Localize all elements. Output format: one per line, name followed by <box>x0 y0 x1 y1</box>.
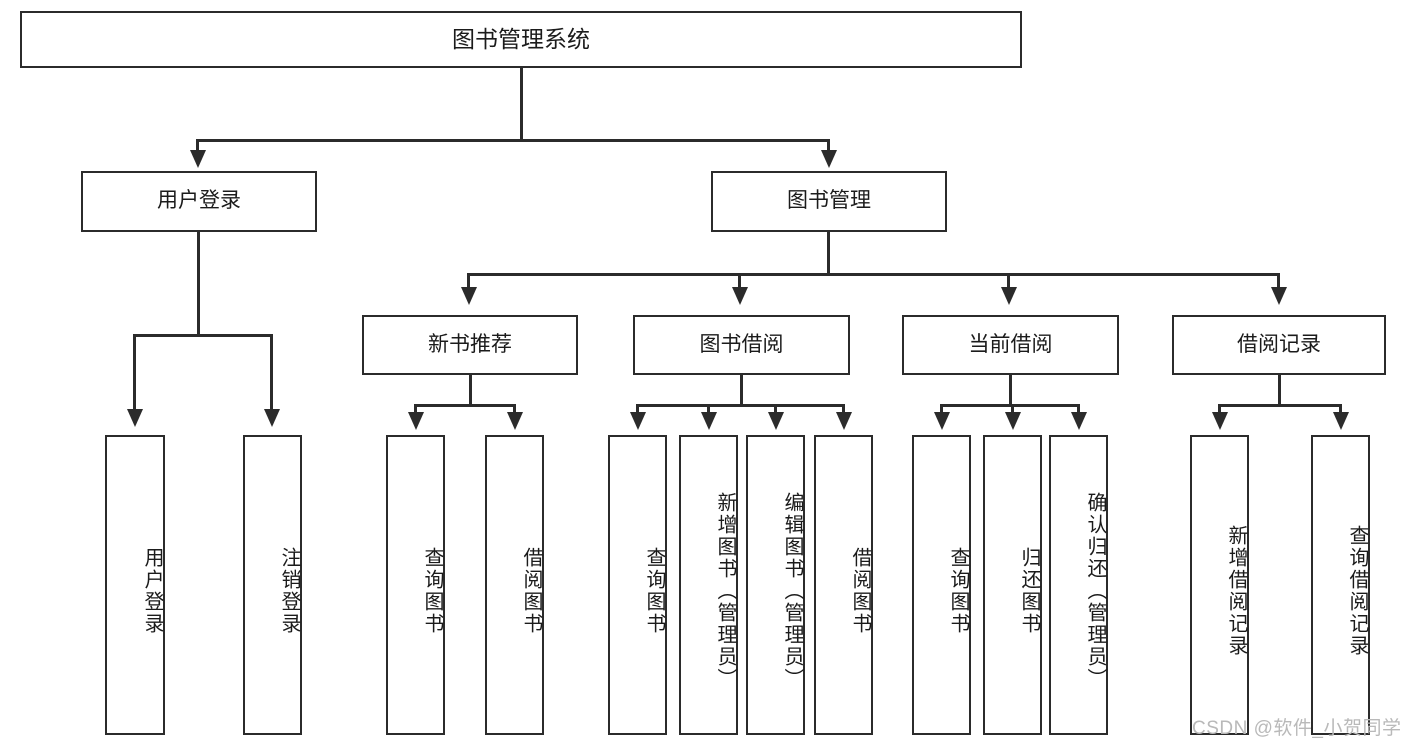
edge-borrow-l2 <box>707 404 710 416</box>
arrow-borrow-l1 <box>630 412 646 430</box>
node-current-borrow-label: 当前借阅 <box>968 332 1053 356</box>
node-borrow-record[interactable]: 借阅记录 <box>1172 315 1386 375</box>
arrow-current-l3 <box>1071 412 1087 430</box>
edge-manage-c2 <box>738 273 741 295</box>
edge-current-l2 <box>1011 404 1014 416</box>
edge-current-stem <box>1009 375 1012 406</box>
edge-newbook-stem <box>469 375 472 406</box>
node-leaf-edit-book-label: 编辑图书（管理员） <box>781 492 803 690</box>
arrow-manage-c3 <box>1001 287 1017 305</box>
node-book-borrow-label: 图书借阅 <box>699 332 784 356</box>
node-leaf-logout-login[interactable]: 注销登录 <box>243 435 302 735</box>
arrow-user-l1 <box>127 409 143 427</box>
node-leaf-query-book-2-label: 查询图书 <box>643 547 665 635</box>
node-root-label: 图书管理系统 <box>452 25 590 52</box>
node-leaf-confirm-return[interactable]: 确认归还（管理员） <box>1049 435 1108 735</box>
node-leaf-add-book[interactable]: 新增图书（管理员） <box>679 435 738 735</box>
edge-newbook-bus <box>414 404 516 407</box>
arrow-user-l2 <box>264 409 280 427</box>
edge-current-l3 <box>1077 404 1080 416</box>
node-leaf-return-book[interactable]: 归还图书 <box>983 435 1042 735</box>
node-user-login[interactable]: 用户登录 <box>81 171 317 232</box>
edge-user-stem <box>197 232 200 335</box>
node-book-borrow[interactable]: 图书借阅 <box>633 315 850 375</box>
arrow-borrow-l2 <box>701 412 717 430</box>
node-new-book-rec[interactable]: 新书推荐 <box>362 315 578 375</box>
node-leaf-borrow-book-1-label: 借阅图书 <box>520 547 542 635</box>
node-leaf-borrow-book-2[interactable]: 借阅图书 <box>814 435 873 735</box>
edge-newbook-l2 <box>513 404 516 416</box>
edge-record-stem <box>1278 375 1281 406</box>
arrow-manage-c4 <box>1271 287 1287 305</box>
edge-borrow-l3 <box>774 404 777 416</box>
edge-borrow-bus <box>636 404 844 407</box>
arrow-root-to-manage <box>821 150 837 168</box>
node-leaf-user-login-label: 用户登录 <box>141 547 163 635</box>
edge-borrow-l4 <box>842 404 845 416</box>
arrow-current-l1 <box>934 412 950 430</box>
edge-root-to-user <box>196 139 199 159</box>
node-borrow-record-label: 借阅记录 <box>1237 332 1321 356</box>
node-new-book-rec-label: 新书推荐 <box>428 332 512 356</box>
edge-manage-stem <box>827 232 830 274</box>
edge-root-stem <box>520 68 523 140</box>
edge-current-l1 <box>940 404 943 416</box>
edge-user-l1 <box>133 334 136 412</box>
arrow-record-l1 <box>1212 412 1228 430</box>
node-leaf-add-record[interactable]: 新增借阅记录 <box>1190 435 1249 735</box>
arrow-borrow-l4 <box>836 412 852 430</box>
node-leaf-add-book-label: 新增图书（管理员） <box>714 492 736 690</box>
edge-user-l2 <box>270 334 273 412</box>
node-leaf-query-record[interactable]: 查询借阅记录 <box>1311 435 1370 735</box>
edge-manage-c1 <box>467 273 470 295</box>
node-current-borrow[interactable]: 当前借阅 <box>902 315 1119 375</box>
node-leaf-query-record-label: 查询借阅记录 <box>1346 525 1368 657</box>
arrow-borrow-l3 <box>768 412 784 430</box>
edge-current-bus <box>940 404 1078 407</box>
node-leaf-query-book-3-label: 查询图书 <box>947 547 969 635</box>
node-leaf-logout-login-label: 注销登录 <box>278 547 300 635</box>
node-leaf-borrow-book-1[interactable]: 借阅图书 <box>485 435 544 735</box>
arrow-root-to-user <box>190 150 206 168</box>
edge-record-l2 <box>1339 404 1342 416</box>
node-leaf-add-record-label: 新增借阅记录 <box>1225 525 1247 657</box>
node-leaf-return-book-label: 归还图书 <box>1018 547 1040 635</box>
arrow-record-l2 <box>1333 412 1349 430</box>
edge-borrow-l1 <box>636 404 639 416</box>
node-book-manage-label: 图书管理 <box>787 189 871 213</box>
arrow-newbook-l2 <box>507 412 523 430</box>
node-leaf-borrow-book-2-label: 借阅图书 <box>849 547 871 635</box>
edge-borrow-stem <box>740 375 743 406</box>
node-leaf-confirm-return-label: 确认归还（管理员） <box>1084 492 1106 690</box>
edge-root-bus <box>196 139 830 142</box>
arrow-manage-c2 <box>732 287 748 305</box>
node-leaf-query-book-2[interactable]: 查询图书 <box>608 435 667 735</box>
edge-newbook-l1 <box>414 404 417 416</box>
node-leaf-query-book-3[interactable]: 查询图书 <box>912 435 971 735</box>
node-leaf-query-book-1[interactable]: 查询图书 <box>386 435 445 735</box>
node-root[interactable]: 图书管理系统 <box>20 11 1022 68</box>
node-book-manage[interactable]: 图书管理 <box>711 171 947 232</box>
edge-manage-c4 <box>1277 273 1280 295</box>
edge-manage-bus <box>467 273 1280 276</box>
node-leaf-edit-book[interactable]: 编辑图书（管理员） <box>746 435 805 735</box>
edge-user-bus <box>133 334 272 337</box>
node-user-login-label: 用户登录 <box>157 189 241 213</box>
node-leaf-user-login[interactable]: 用户登录 <box>105 435 165 735</box>
edge-record-l1 <box>1218 404 1221 416</box>
node-leaf-query-book-1-label: 查询图书 <box>421 547 443 635</box>
arrow-newbook-l1 <box>408 412 424 430</box>
edge-manage-c3 <box>1007 273 1010 295</box>
arrow-manage-c1 <box>461 287 477 305</box>
arrow-current-l2 <box>1005 412 1021 430</box>
edge-record-bus <box>1218 404 1341 407</box>
edge-root-to-manage <box>827 139 830 159</box>
